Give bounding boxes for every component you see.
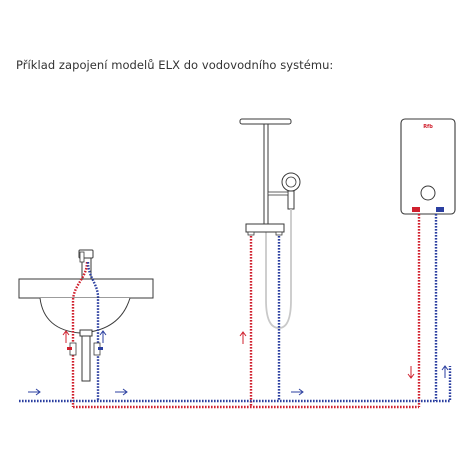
arrow-up-icon — [62, 330, 70, 343]
diagram-caption: Příklad zapojení modelů ELX do vodovodní… — [16, 58, 334, 72]
arrow-right-icon — [291, 388, 304, 396]
shower-set — [239, 118, 301, 329]
heater-body — [400, 118, 456, 215]
heater-hot-outlet — [412, 207, 420, 212]
sink-bowl — [39, 297, 131, 334]
sink-counter — [18, 278, 154, 299]
shower-riser — [263, 123, 269, 226]
arrow-up-icon — [239, 331, 247, 344]
rain-shower-head — [239, 118, 292, 125]
sink-cold-pipe — [86, 261, 100, 401]
arrow-up-icon — [441, 365, 449, 378]
arrow-down-icon — [407, 366, 415, 379]
sink-drain — [81, 332, 91, 382]
washbasin — [18, 249, 154, 382]
heater-cold-inlet — [436, 207, 444, 212]
sink-angle-valves — [67, 342, 103, 356]
heater-control-knob — [420, 185, 436, 201]
heater-logo: Rfb — [423, 124, 433, 130]
arrow-right-icon — [115, 388, 128, 396]
cold-water-main — [19, 366, 452, 403]
shower-hose — [265, 209, 292, 329]
arrow-right-icon — [28, 388, 41, 396]
arrow-up-icon — [99, 330, 107, 343]
shower-mixer — [245, 223, 285, 233]
water-heater-elx: Rfb — [400, 118, 456, 215]
